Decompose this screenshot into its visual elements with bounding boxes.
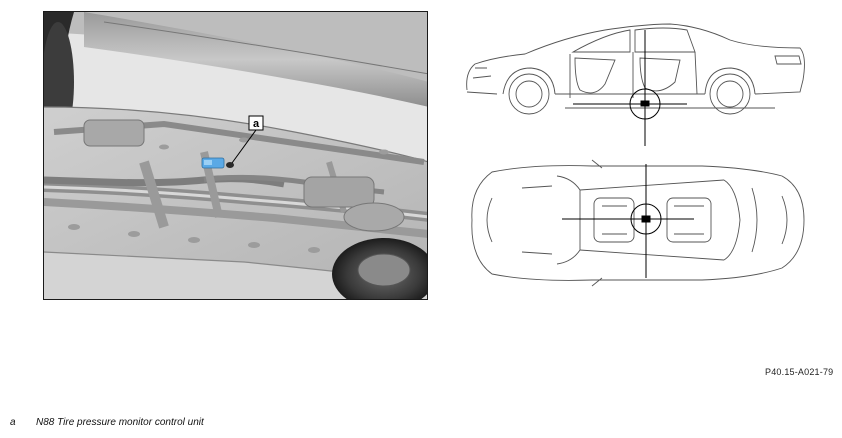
- control-unit-highlight: [201, 157, 225, 169]
- legend-text: N88 Tire pressure monitor control unit: [36, 417, 204, 428]
- legend-key: a: [10, 417, 16, 428]
- side-view-diagram: [466, 23, 805, 146]
- callout-box: [248, 115, 264, 131]
- top-view-diagram: [471, 159, 805, 287]
- side-locator-crosshair: [573, 30, 687, 146]
- underbody-illustration: a: [43, 11, 428, 300]
- reference-code: P40.15-A021-79: [765, 367, 834, 377]
- top-locator-crosshair: [562, 164, 694, 278]
- underbody-drawing: a: [44, 12, 427, 299]
- legend-item: a N88 Tire pressure monitor control unit: [10, 417, 204, 428]
- leader-line: [231, 129, 257, 164]
- component-marker: [226, 162, 234, 168]
- callout-label: a: [253, 118, 260, 130]
